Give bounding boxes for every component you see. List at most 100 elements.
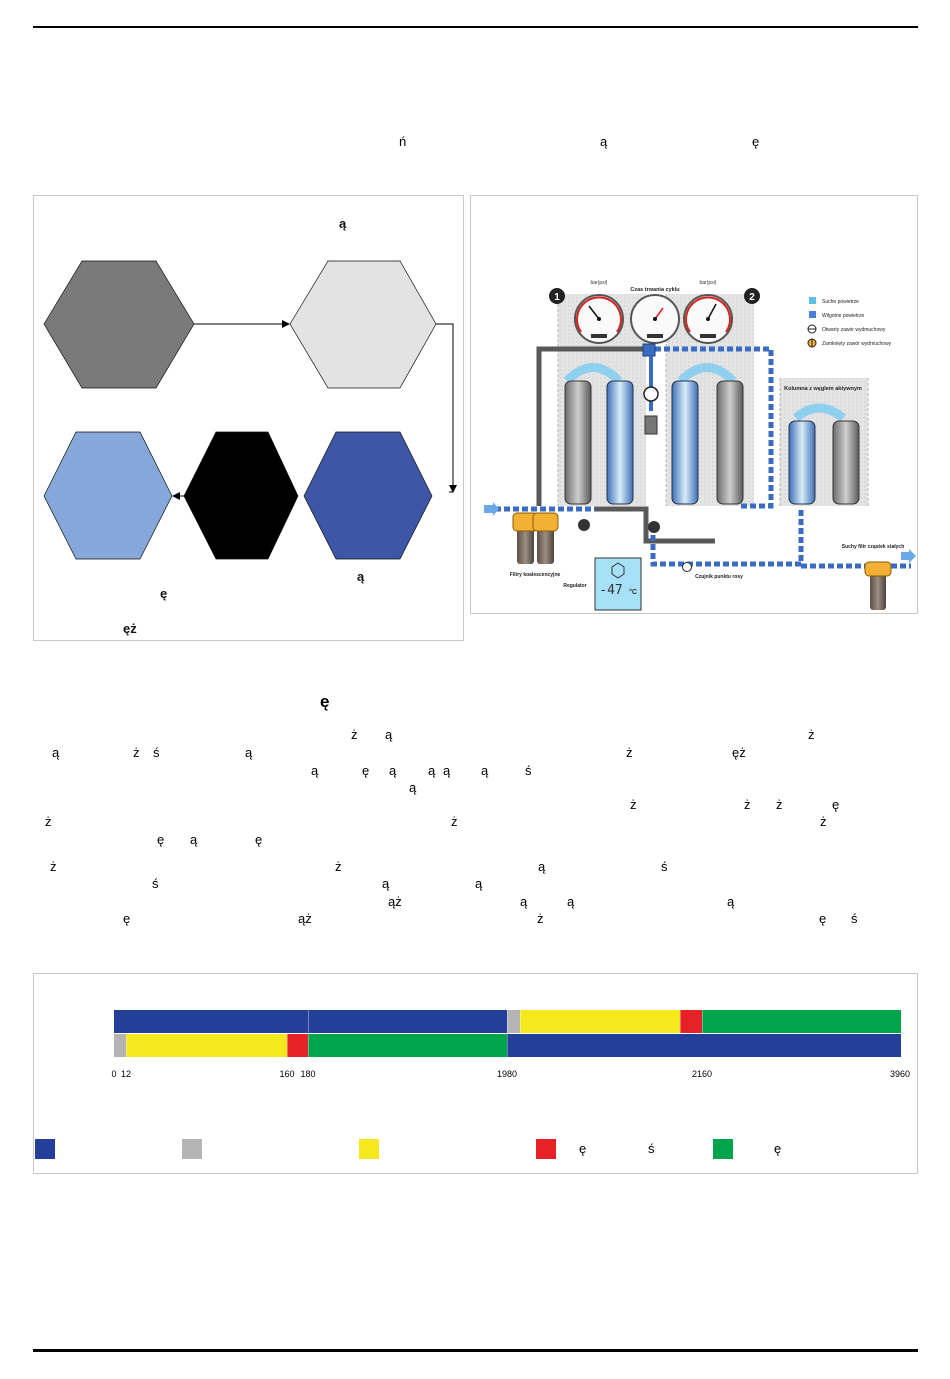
body-glyph: ż: [351, 727, 358, 742]
flow-caption-glyph-3: ęż: [123, 621, 137, 636]
dewpoint-display-unit: °C: [629, 588, 637, 596]
process-flow-panel: ą ą ę ęż: [33, 195, 464, 641]
desiccant-column-2a: [671, 380, 699, 505]
body-glyph: ś: [525, 763, 532, 778]
body-glyph: ż: [820, 814, 827, 829]
regulator-label: Regulator: [563, 583, 586, 589]
body-glyph: ż: [776, 797, 783, 812]
pressure-gauge-right: [683, 294, 733, 344]
hexagon-step-4: [183, 431, 299, 560]
coalescing-filters: [512, 512, 559, 564]
carbon-column-label: Kolumna z węglem aktywnym: [784, 386, 862, 392]
body-glyph: ą: [443, 763, 451, 778]
legend-swatch-blue: [35, 1139, 55, 1159]
body-glyph: ą: [389, 763, 397, 778]
body-glyph: ś: [152, 876, 159, 891]
body-glyph: ą: [538, 859, 546, 874]
carbon-column-a: [788, 420, 816, 505]
flow-arrow-2-3: [436, 323, 454, 493]
axis-tick-label: 2160: [691, 1069, 713, 1079]
outlet-arrow-icon: [901, 549, 916, 563]
legend-swatch-yellow: [359, 1139, 379, 1159]
cycle-chart-panel: [33, 973, 918, 1174]
gauge-center-label: Czas trwania cyklu: [630, 287, 679, 293]
legend-valve-closed-label: Zamknięty zawór wydmuchowy: [822, 341, 892, 347]
axis-tick-label: 1980: [496, 1069, 518, 1079]
bottom-rule: [33, 1349, 918, 1352]
purge-orifice: [644, 415, 658, 435]
legend-red-glyph-2: ś: [648, 1141, 655, 1156]
legend-dry-swatch: [809, 297, 816, 304]
purge-arc-tower-2: [677, 363, 737, 385]
flow-caption-glyph-2: ę: [160, 586, 167, 601]
body-glyph: ż: [50, 859, 57, 874]
body-glyph: ż: [451, 814, 458, 829]
desiccant-column-1a: [564, 380, 592, 505]
top-rule: [33, 26, 918, 28]
section-heading-glyph: ę: [320, 692, 330, 711]
body-glyph: ę: [255, 832, 263, 847]
body-glyph: ą: [190, 832, 198, 847]
top-row-segment: [702, 1010, 901, 1033]
body-glyph: ą: [475, 876, 483, 891]
dewpoint-display-value: -47: [599, 583, 622, 598]
body-glyph: ą: [409, 780, 417, 795]
dewpoint-sensor-label: Czujnik punktu rosy: [695, 574, 743, 580]
body-glyph: ą: [245, 745, 253, 760]
tower-2-badge: [744, 288, 760, 304]
dryer-schematic: 1 2 bar(psi) Czas trwania cyklu bar(psi): [484, 280, 916, 611]
body-glyph: ą: [481, 763, 489, 778]
pipe-top-header: [646, 346, 774, 509]
hexagon-step-1: [43, 260, 195, 389]
bottom-row-segment: [287, 1034, 309, 1057]
dry-particulate-filter: [864, 561, 892, 610]
body-glyph: ą: [520, 894, 528, 909]
pipe-bottom-manifold: [595, 506, 715, 544]
body-glyph: ż: [626, 745, 633, 760]
axis-tick-label: 180: [300, 1069, 316, 1079]
body-glyph: ąż: [388, 894, 402, 909]
gauge-left-label: bar(psi): [591, 280, 608, 286]
intro-glyph-2: ą: [600, 134, 608, 149]
bottom-row-segment: [114, 1034, 126, 1057]
legend-valve-open-label: Otwarty zawór wydmuchowy: [822, 327, 886, 333]
legend-wet-label: Wilgotne powietrze: [822, 313, 864, 319]
body-glyph: ż: [133, 745, 140, 760]
body-glyph: ś: [153, 745, 160, 760]
pipe-dry-return: [650, 508, 804, 567]
hexagon-step-2: [289, 260, 437, 389]
body-glyph: ę: [362, 763, 370, 778]
check-valve: [643, 386, 659, 402]
valve-open-icon: [807, 324, 817, 334]
tower-1-badge-number: 1: [554, 292, 560, 303]
inlet-arrow-icon: [484, 502, 499, 516]
purge-arc-tower-1: [563, 363, 623, 385]
bottom-row-segment: [126, 1034, 288, 1057]
legend-dry-label: Suche powietrze: [822, 299, 859, 305]
gauge-right-label: bar(psi): [700, 280, 717, 286]
axis-tick-label: 160: [279, 1069, 295, 1079]
body-glyph: ę: [832, 797, 840, 812]
body-glyph: ś: [851, 911, 858, 926]
legend-swatch-red: [536, 1139, 556, 1159]
body-glyph: ę: [819, 911, 827, 926]
axis-tick-label: 12: [120, 1069, 132, 1079]
body-glyph: ę: [157, 832, 165, 847]
body-glyph: ą: [567, 894, 575, 909]
flow-caption-glyph-1: ą: [357, 569, 365, 584]
body-glyph: ą: [52, 745, 60, 760]
dewpoint-display: [594, 557, 642, 611]
body-glyph: ę: [123, 911, 131, 926]
body-glyph: ż: [630, 797, 637, 812]
intro-glyph-3: ę: [752, 134, 760, 149]
process-flow-diagram: ą ą ę ęż: [43, 216, 457, 636]
desiccant-column-1b: [606, 380, 634, 505]
tower-1-badge: [549, 288, 565, 304]
hexagon-step-5: [43, 431, 173, 560]
dewpoint-sensor-node: [682, 562, 692, 572]
tower-2-badge-number: 2: [749, 292, 755, 303]
legend-swatch-gray: [182, 1139, 202, 1159]
dryer-diagram-panel: 1 2 bar(psi) Czas trwania cyklu bar(psi): [470, 195, 918, 614]
legend-red-glyph-1: ę: [579, 1141, 587, 1156]
body-glyph: ż: [537, 911, 544, 926]
